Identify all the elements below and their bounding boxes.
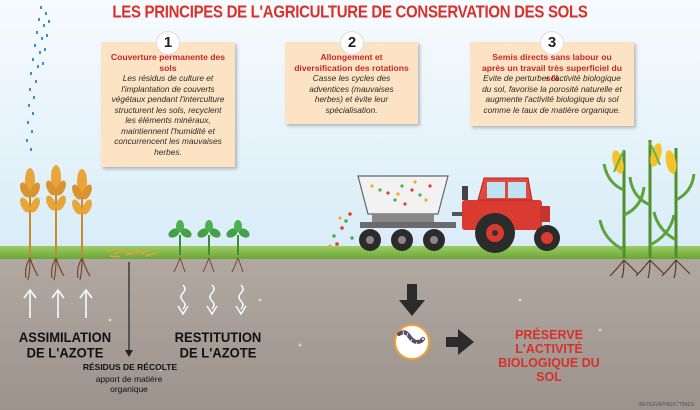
grass-strip — [0, 246, 700, 259]
preserve-label: PRÉSERVE L'ACTIVITÉ BIOLOGIQUE DU SOL — [498, 328, 600, 384]
principle-heading: Semis directs sans labour ou après un tr… — [482, 52, 622, 83]
earthworm-icon — [394, 324, 430, 360]
seed-hopper-icon — [328, 175, 456, 248]
arrow-up-icon — [23, 288, 93, 318]
arrow-down-icon — [399, 284, 425, 316]
arrow-right-icon — [446, 329, 474, 355]
soil-layer — [0, 258, 700, 410]
principle-body: Casse les cycles des adventices (mauvais… — [309, 73, 394, 115]
principle-heading: Couverture permanente des sols — [110, 52, 226, 73]
principle-card-2: Allongement et diversification des rotat… — [285, 42, 418, 124]
rain-droplets — [26, 6, 50, 151]
principle-number-badge: 3 — [540, 31, 564, 55]
arrow-down-icon — [125, 262, 133, 357]
principle-heading: Allongement et diversification des rotat… — [294, 52, 409, 73]
page-title: LES PRINCIPES DE L'AGRICULTURE DE CONSER… — [112, 2, 588, 23]
principle-card-3: Semis directs sans labour ou après un tr… — [470, 42, 634, 126]
soil-specks — [108, 298, 602, 372]
credit-text: INFOGRAPHIE/C'TIMES — [638, 402, 694, 408]
principle-card-1: Couverture permanente des sols Les résid… — [101, 42, 235, 167]
crop-residue — [105, 248, 157, 258]
residus-subtitle: apport de matière organique — [95, 374, 163, 394]
restitution-label: RESTITUTION DE L'AZOTE — [174, 329, 262, 361]
corn-icon — [598, 140, 696, 279]
wheat-icon — [20, 165, 92, 281]
principle-body: Evite de perturber l'activité biologique… — [482, 73, 622, 115]
assimilation-label: ASSIMILATION DE L'AZOTE — [18, 329, 112, 361]
seedling-icon — [168, 220, 250, 273]
seeder-wheels — [359, 212, 466, 251]
principle-body: Les résidus de culture et l'implantation… — [111, 73, 225, 157]
principle-number-badge: 1 — [156, 31, 180, 55]
principle-number-badge: 2 — [340, 31, 364, 55]
tractor-icon — [462, 177, 560, 253]
wavy-arrow-down-icon — [177, 284, 247, 316]
residus-title: RÉSIDUS DE RÉCOLTE — [82, 362, 178, 372]
